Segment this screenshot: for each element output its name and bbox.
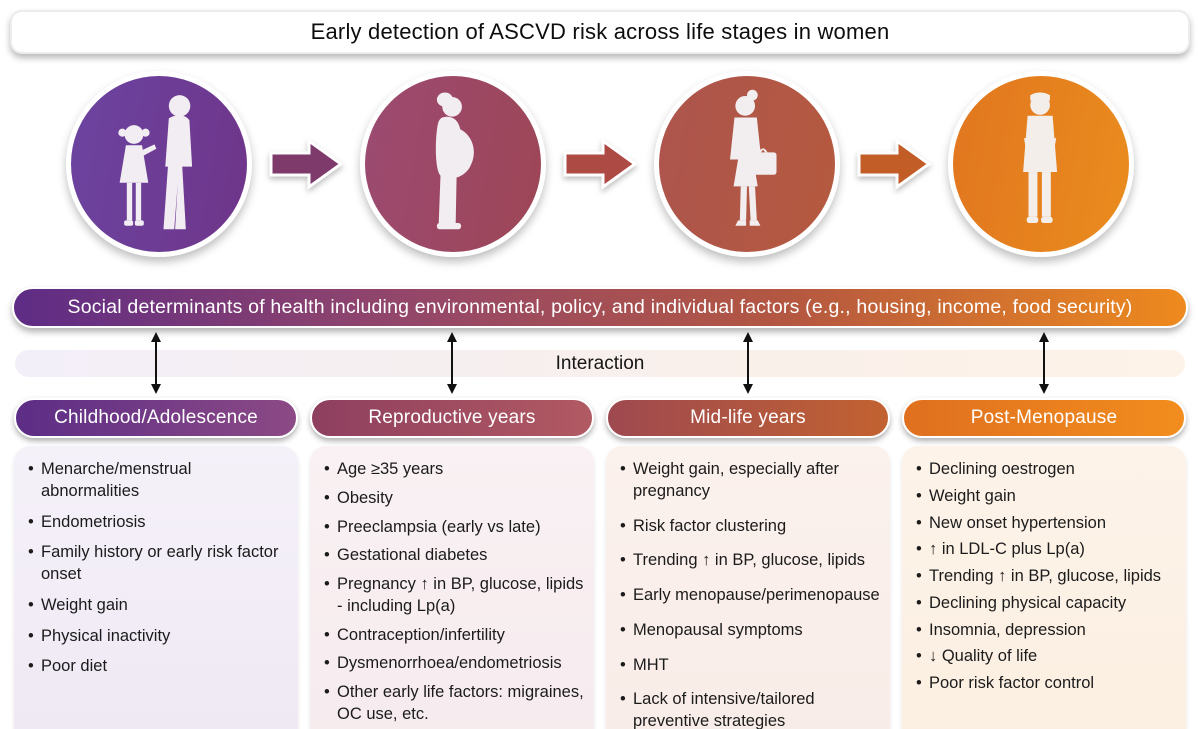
list-item: Weight gain, especially after pregnancy <box>619 459 882 503</box>
list-item: Weight gain <box>915 486 1178 508</box>
list-item: Risk factor clustering <box>619 516 882 538</box>
list-item: Trending ↑ in BP, glucose, lipids <box>915 566 1178 588</box>
double-arrow-icon <box>1039 332 1049 394</box>
list-item: Contraception/infertility <box>323 625 586 647</box>
list-item: Menarche/menstrual abnormalities <box>27 459 290 503</box>
column-childhood: Childhood/Adolescence Menarche/menstrual… <box>14 398 298 729</box>
list-item: Trending ↑ in BP, glucose, lipids <box>619 550 882 572</box>
list-item: ↑ in LDL-C plus Lp(a) <box>915 539 1178 561</box>
column-midlife-box: Weight gain, especially after pregnancy … <box>606 446 890 729</box>
column-reproductive: Reproductive years Age ≥35 years Obesity… <box>310 398 594 729</box>
life-stages-row <box>0 68 1200 260</box>
column-childhood-box: Menarche/menstrual abnormalities Endomet… <box>14 446 298 729</box>
life-stage-columns: Childhood/Adolescence Menarche/menstrual… <box>14 398 1186 729</box>
list-item: Weight gain <box>27 595 290 617</box>
column-midlife: Mid-life years Weight gain, especially a… <box>606 398 890 729</box>
list-item: Declining physical capacity <box>915 593 1178 615</box>
list-item: Early menopause/perimenopause <box>619 585 882 607</box>
stage-midlife-circle <box>654 71 840 257</box>
list-item: Age ≥35 years <box>323 459 586 481</box>
interaction-zone: Interaction <box>0 330 1200 396</box>
double-arrow-icon <box>447 332 457 394</box>
list-item: Endometriosis <box>27 512 290 534</box>
list-item: Declining oestrogen <box>915 459 1178 481</box>
list-item: Preeclampsia (early vs late) <box>323 517 586 539</box>
stage-childhood-circle <box>66 71 252 257</box>
column-childhood-header: Childhood/Adolescence <box>14 398 298 438</box>
stage-postmenopause-circle <box>948 71 1134 257</box>
column-postmenopause-header: Post-Menopause <box>902 398 1186 438</box>
stage-arrow-2-icon <box>563 138 637 190</box>
list-item: Insomnia, depression <box>915 620 1178 642</box>
column-postmenopause-box: Declining oestrogen Weight gain New onse… <box>902 446 1186 729</box>
double-arrow-icon <box>743 332 753 394</box>
stage-arrow-3-icon <box>857 138 931 190</box>
list-item: Menopausal symptoms <box>619 620 882 642</box>
list-item: Gestational diabetes <box>323 545 586 567</box>
social-determinants-banner: Social determinants of health including … <box>12 287 1188 328</box>
list-item: Dysmenorrhoea/endometriosis <box>323 653 586 675</box>
column-postmenopause: Post-Menopause Declining oestrogen Weigh… <box>902 398 1186 729</box>
list-item: ↓ Quality of life <box>915 646 1178 668</box>
postmenopause-risk-list: Declining oestrogen Weight gain New onse… <box>915 459 1178 695</box>
list-item: Family history or early risk factor onse… <box>27 542 290 586</box>
interaction-bar: Interaction <box>15 350 1185 377</box>
pregnant-woman-silhouette <box>435 92 474 230</box>
stage-reproductive-circle <box>360 71 546 257</box>
column-reproductive-box: Age ≥35 years Obesity Preeclampsia (earl… <box>310 446 594 729</box>
girl-and-teen-silhouette <box>118 95 193 230</box>
older-woman-silhouette <box>1023 92 1058 224</box>
figure-title: Early detection of ASCVD risk across lif… <box>10 10 1190 54</box>
reproductive-risk-list: Age ≥35 years Obesity Preeclampsia (earl… <box>323 459 586 726</box>
childhood-risk-list: Menarche/menstrual abnormalities Endomet… <box>27 459 290 678</box>
double-arrow-icon <box>151 332 161 394</box>
list-item: Pregnancy ↑ in BP, glucose, lipids - inc… <box>323 574 586 618</box>
column-midlife-header: Mid-life years <box>606 398 890 438</box>
list-item: Lack of intensive/tailored preventive st… <box>619 689 882 729</box>
list-item: Poor diet <box>27 656 290 678</box>
column-reproductive-header: Reproductive years <box>310 398 594 438</box>
woman-with-briefcase-silhouette <box>730 89 777 226</box>
midlife-risk-list: Weight gain, especially after pregnancy … <box>619 459 882 729</box>
stage-arrow-1-icon <box>269 138 343 190</box>
list-item: Obesity <box>323 488 586 510</box>
list-item: MHT <box>619 655 882 677</box>
list-item: New onset hypertension <box>915 513 1178 535</box>
list-item: Poor risk factor control <box>915 673 1178 695</box>
list-item: Physical inactivity <box>27 626 290 648</box>
list-item: Other early life factors: migraines, OC … <box>323 682 586 726</box>
